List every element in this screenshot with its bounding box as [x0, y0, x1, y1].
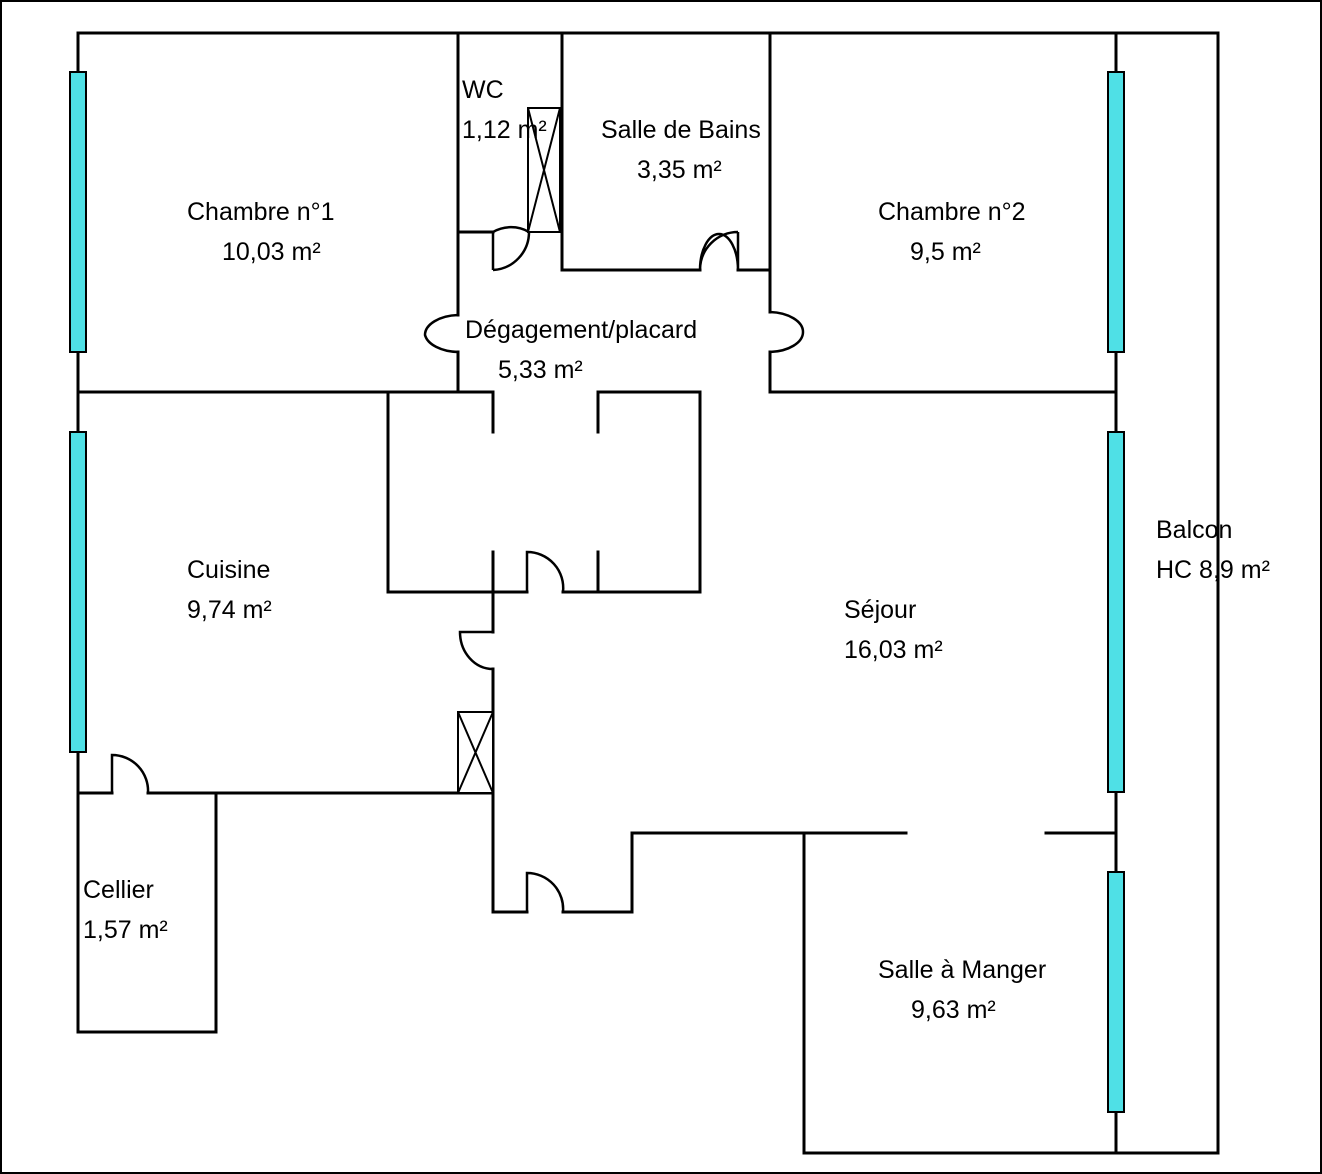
room-label-chambre-2: Chambre n°2 9,5 m² [878, 198, 1026, 266]
door-cellier [110, 753, 150, 794]
interior-walls [76, 31, 1118, 914]
windows [69, 71, 1125, 1113]
door-closet [525, 550, 565, 593]
door-placard-right [769, 310, 805, 354]
window-chambre-1 [69, 71, 87, 353]
ventilation-ducts [457, 107, 561, 794]
door-cuisine [458, 630, 494, 671]
doors [110, 225, 805, 913]
window-sejour [1107, 431, 1125, 793]
room-label-salle-de-bains: Salle de Bains 3,35 m² [601, 116, 761, 184]
door-entry [525, 871, 565, 913]
room-label-wc: WC 1,12 m² [462, 76, 547, 144]
room-label-degagement: Dégagement/placard 5,33 m² [465, 316, 698, 384]
room-label-balcon: Balcon HC 8,9 m² [1156, 516, 1270, 584]
door-salle-de-bains [698, 230, 740, 271]
room-label-chambre-1: Chambre n°1 10,03 m² [187, 198, 335, 266]
door-wc [491, 225, 531, 272]
window-chambre-2 [1107, 71, 1125, 353]
room-label-cuisine: Cuisine 9,74 m² [187, 556, 272, 624]
window-salle-a-manger [1107, 871, 1125, 1113]
door-placard-left [423, 313, 459, 354]
room-label-cellier: Cellier 1,57 m² [83, 876, 168, 944]
window-cuisine [69, 431, 87, 753]
room-label-sejour: Séjour 16,03 m² [844, 596, 943, 664]
room-label-salle-a-manger: Salle à Manger 9,63 m² [878, 956, 1047, 1024]
